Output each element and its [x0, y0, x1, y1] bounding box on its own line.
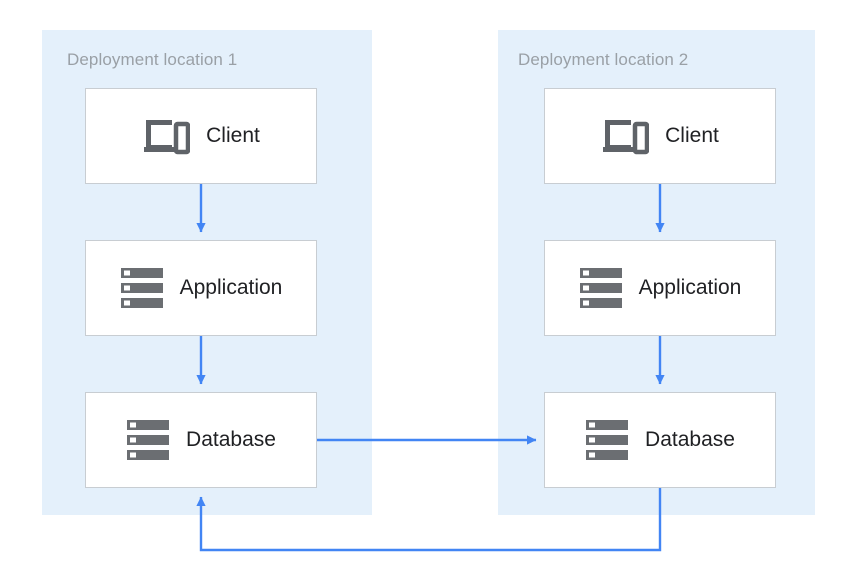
client-devices-icon	[601, 116, 650, 156]
node-application-1-label: Application	[179, 276, 283, 299]
node-application-2-label: Application	[638, 276, 742, 299]
node-database-2-label: Database	[645, 428, 735, 451]
client-devices-icon	[142, 116, 191, 156]
node-database-1[interactable]: Database	[85, 392, 317, 488]
server-rack-icon	[120, 267, 164, 309]
server-rack-icon	[585, 419, 629, 461]
node-client-1[interactable]: Client	[85, 88, 317, 184]
node-client-1-label: Client	[206, 124, 260, 147]
zone-1-title: Deployment location 1	[67, 50, 238, 69]
node-client-2[interactable]: Client	[544, 88, 776, 184]
node-database-2[interactable]: Database	[544, 392, 776, 488]
node-client-2-label: Client	[665, 124, 719, 147]
node-application-2[interactable]: Application	[544, 240, 776, 336]
node-application-1[interactable]: Application	[85, 240, 317, 336]
server-rack-icon	[126, 419, 170, 461]
node-database-1-label: Database	[186, 428, 276, 451]
server-rack-icon	[579, 267, 623, 309]
zone-2-title: Deployment location 2	[518, 50, 689, 69]
